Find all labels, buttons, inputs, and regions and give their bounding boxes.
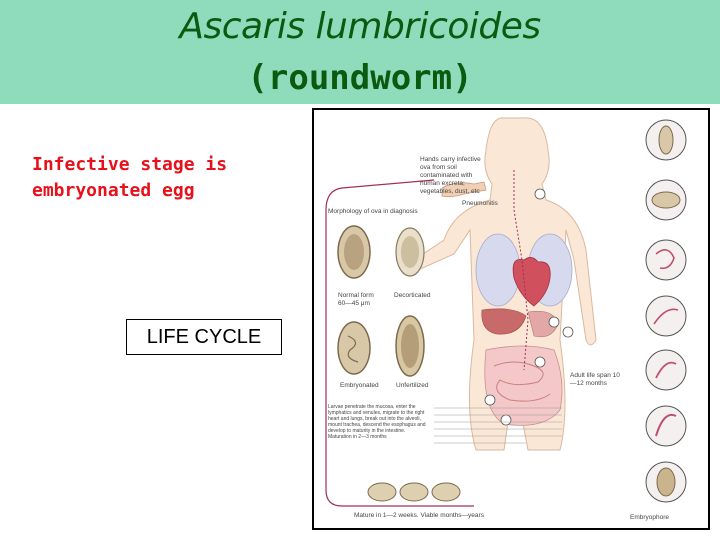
life-cycle-diagram: Hands carry infective ova from soil cont…: [312, 108, 710, 530]
liver: [481, 308, 527, 335]
page-subtitle: (roundworm): [247, 58, 473, 98]
cycle-arrow-path: [325, 179, 474, 507]
hand: [441, 181, 487, 198]
embryophore-label: Embryophore: [630, 514, 670, 521]
larvae-text: Larvae penetrate the mucosa, enter the l…: [328, 404, 426, 440]
unfertilized-label: Unfertilized: [396, 382, 429, 389]
fine-print-lines: [434, 407, 562, 444]
stage-circles: [645, 119, 687, 503]
hands-text: Hands carry infective ova from soil cont…: [420, 156, 481, 195]
diagram-illustration: [325, 117, 687, 507]
egg-bottom-2: [399, 482, 429, 502]
heart: [512, 257, 551, 307]
egg-bottom-3: [431, 482, 461, 502]
normal-form-label: Normal form 60—45 μm: [338, 292, 374, 307]
intestine-coils: [493, 361, 551, 402]
infective-line-1: Infective stage is: [32, 154, 228, 175]
life-cycle-label: LIFE CYCLE: [126, 319, 282, 355]
morphology-label: Morphology of ova in diagnosis: [328, 208, 418, 215]
adult-lifespan-label: Adult life span 10—12 months: [570, 372, 620, 387]
infective-stage-text: Infective stage is embryonated egg: [32, 152, 302, 204]
title-banner: Ascaris lumbricoides (roundworm): [0, 0, 720, 104]
step-markers: [484, 188, 574, 426]
infective-line-2: embryonated egg: [32, 180, 195, 201]
pneumonitis-label: Pneumonitis: [462, 200, 498, 207]
egg-bottom-1: [367, 482, 397, 502]
decorticated-label: Decorticated: [394, 292, 431, 299]
embryonated-label: Embryonated: [340, 382, 379, 389]
egg-embryonated: [337, 321, 371, 375]
mature-text: Mature in 1—2 weeks. Viable months—years: [354, 512, 484, 519]
page-title: Ascaris lumbricoides: [179, 6, 541, 47]
